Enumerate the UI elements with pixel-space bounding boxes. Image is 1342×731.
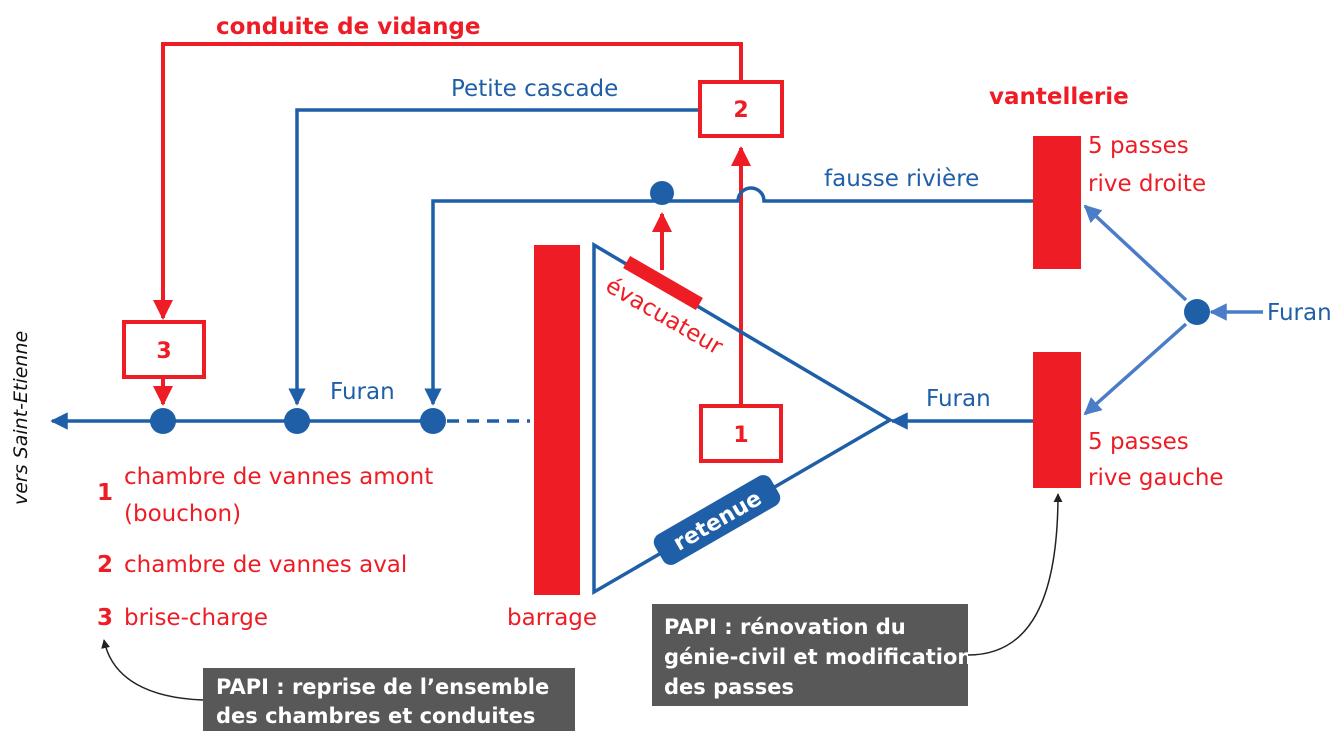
conduite-de-vidange-pipe (153, 42, 743, 320)
pointer-left-note-to-legend (101, 639, 204, 701)
svg-text:3: 3 (156, 339, 171, 364)
box-1-chambre-amont: 1 (699, 404, 783, 463)
svg-text:PAPI : reprise de l’ensemble: PAPI : reprise de l’ensemble (216, 675, 549, 699)
junction-fausse-riviere (650, 181, 674, 205)
barrage-label: barrage (507, 605, 597, 631)
furan-source-label: Furan (1267, 300, 1332, 326)
furan-downstream-label: Furan (330, 379, 395, 405)
passes-rive-gauche-line2: rive gauche (1088, 465, 1224, 491)
furan-inflow-label: Furan (926, 386, 991, 412)
svg-text:des chambres et conduites: des chambres et conduites (216, 704, 535, 728)
passes-rive-droite-line1: 5 passes (1088, 133, 1189, 159)
box-2-chambre-aval: 2 (698, 80, 784, 138)
vers-saint-etienne-label: vers Saint-Etienne (10, 331, 32, 505)
legend-item-1-line2: (bouchon) (124, 501, 241, 527)
furan-split-junction (1184, 299, 1210, 325)
svg-text:des passes: des passes (664, 675, 794, 699)
barrage (534, 245, 580, 595)
legend-num-2: 2 (97, 552, 113, 578)
split-to-rive-droite (1083, 204, 1188, 302)
legend-num-1: 1 (97, 480, 113, 506)
papi-note-left: PAPI : reprise de l’ensemble des chambre… (203, 668, 575, 731)
split-to-rive-gauche (1083, 322, 1188, 416)
vantellerie-label: vantellerie (989, 84, 1129, 110)
legend-item-2-line1: chambre de vannes aval (124, 552, 407, 578)
box-3-brise-charge: 3 (122, 320, 206, 379)
svg-text:génie-civil et modification: génie-civil et modification (664, 645, 972, 669)
passes-rive-droite-line2: rive droite (1088, 171, 1206, 197)
fausse-riviere-label: fausse rivière (824, 166, 979, 192)
petite-cascade-label: Petite cascade (451, 76, 618, 102)
pointer-right-note-to-passes (967, 493, 1063, 656)
conduite-de-vidange-label: conduite de vidange (216, 14, 481, 40)
papi-note-right: PAPI : rénovation du génie-civil et modi… (652, 604, 972, 706)
legend-num-3: 3 (97, 605, 113, 631)
svg-text:2: 2 (733, 98, 748, 123)
passes-rive-gauche (1033, 352, 1081, 488)
legend-item-3-line1: brise-charge (124, 605, 268, 631)
svg-text:1: 1 (733, 423, 748, 448)
petite-cascade-pipe (288, 108, 700, 406)
svg-text:PAPI : rénovation du: PAPI : rénovation du (664, 615, 906, 639)
evacuateur (623, 255, 703, 311)
junction-brise-charge (150, 408, 176, 434)
legend: 1 chambre de vannes amont (bouchon) 2 ch… (97, 464, 433, 631)
passes-rive-droite (1033, 136, 1081, 269)
retenue-badge: retenue (653, 475, 781, 565)
passes-rive-gauche-line1: 5 passes (1088, 429, 1189, 455)
legend-item-1-line1: chambre de vannes amont (124, 464, 433, 490)
junction-petite-cascade (284, 408, 310, 434)
junction-fausse-riviere-outlet (420, 408, 446, 434)
fausse-riviere-pipe (424, 186, 1033, 406)
